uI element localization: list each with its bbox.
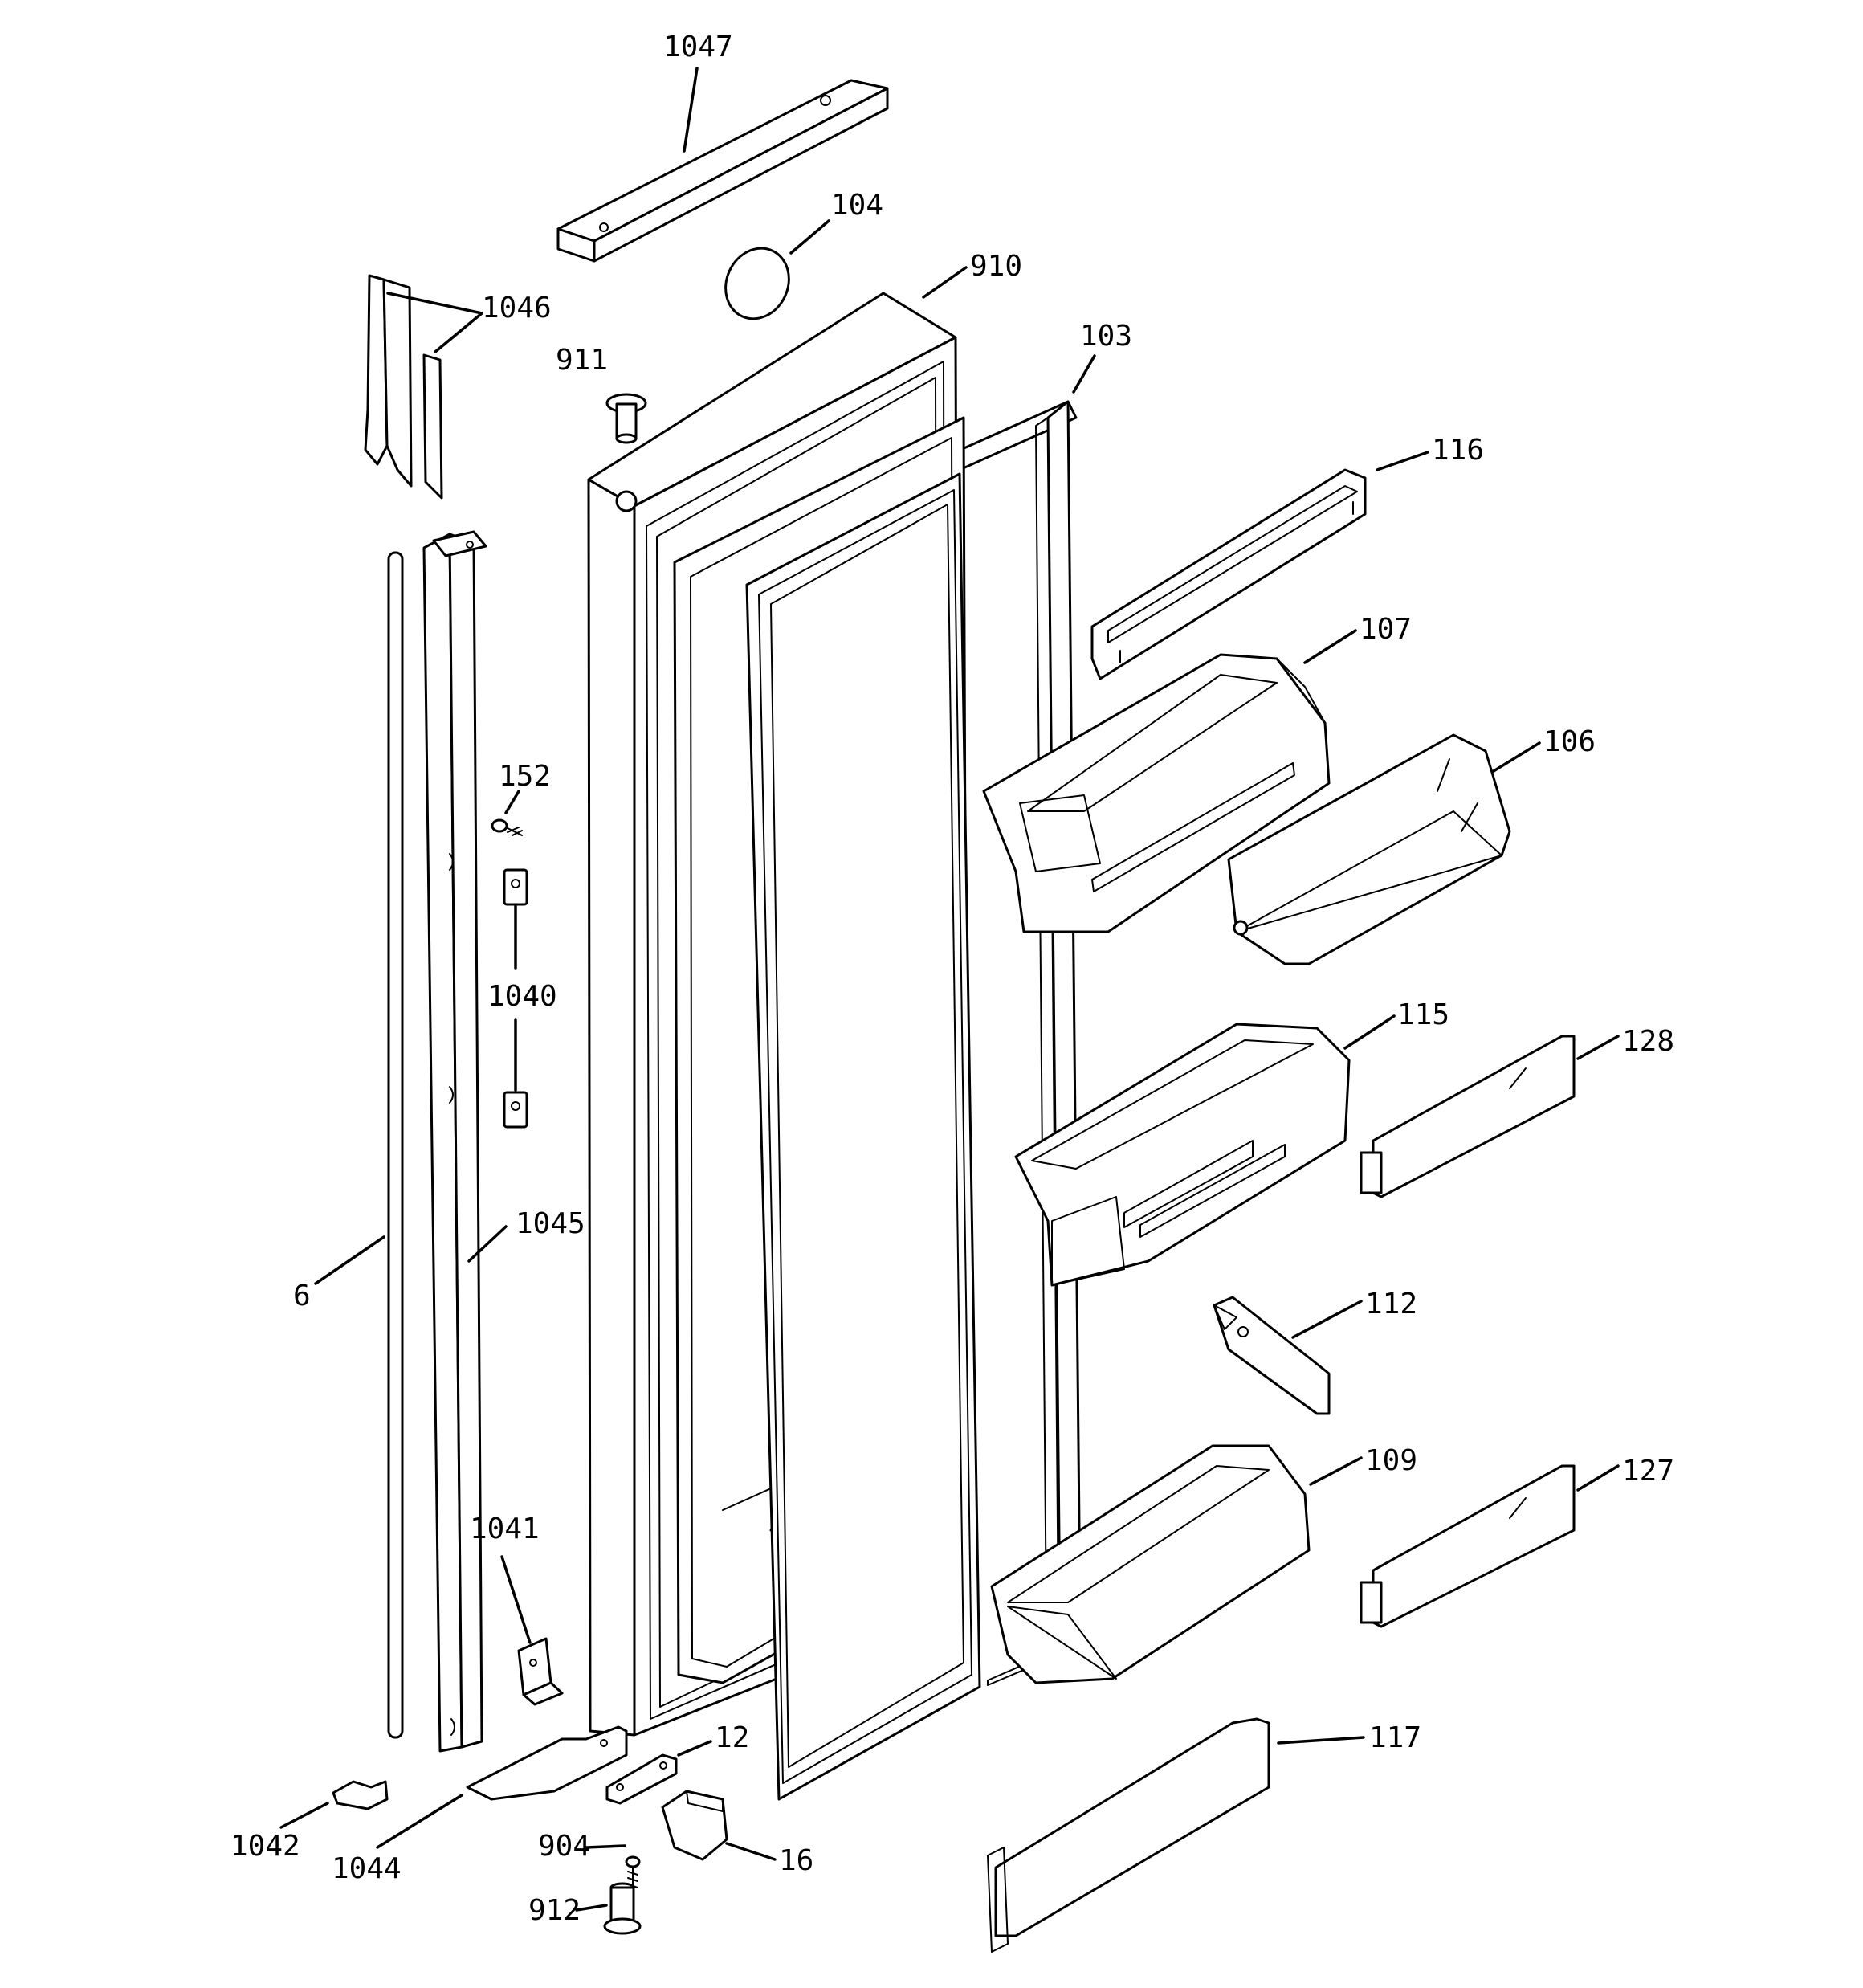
leader-115 [1343,1014,1396,1050]
callout-1042: 1042 [230,1830,300,1863]
leader-1044 [376,1794,463,1849]
part-1047-top-hinge-cover [556,79,889,263]
part-1040-bracket-lower [503,1091,528,1129]
part-107-door-bin [982,653,1331,933]
callout-115: 115 [1397,998,1449,1031]
leader-1042 [279,1802,329,1829]
callout-12: 12 [715,1721,749,1754]
leader-152 [504,790,520,814]
leader-103 [1072,354,1096,394]
leader-104 [789,219,830,255]
leader-16 [725,1842,777,1861]
callout-1041: 1041 [470,1512,540,1545]
part-1042-clip [332,1780,389,1810]
part-112-clip [1213,1296,1331,1415]
part-116-shelf-rail [1090,468,1367,680]
part-1045-handle-strip [422,530,487,1753]
callout-911: 911 [556,344,608,377]
leader-112 [1291,1300,1363,1339]
leader-116 [1376,451,1429,471]
leader-12 [677,1740,712,1757]
callout-6: 6 [293,1280,311,1312]
part-1046-trim-strips [364,274,443,500]
part-12-hinge-plate [605,1753,678,1805]
leader-1041 [500,1555,532,1644]
leader-107 [1303,629,1357,664]
part-6-long-rod [387,551,404,1739]
leader-910 [922,266,968,299]
callout-128: 128 [1622,1025,1674,1058]
part-106-door-bin [1227,733,1511,965]
callout-1047: 1047 [663,31,733,63]
leader-128 [1576,1035,1620,1060]
leader-1046a [386,292,483,315]
leader-127 [1576,1464,1620,1492]
callout-912: 912 [528,1894,581,1927]
leader-6 [314,1235,385,1285]
leader-lines [279,67,1620,1912]
callout-1044: 1044 [332,1852,402,1885]
leader-117 [1277,1736,1365,1745]
callout-117: 117 [1369,1721,1421,1754]
leader-109 [1309,1456,1363,1486]
callout-labels: 1047 104 910 1046 911 103 116 107 106 15… [230,31,1674,1927]
callout-1046: 1046 [482,292,552,325]
callout-127: 127 [1622,1455,1674,1488]
part-109-door-bin [990,1444,1311,1684]
callout-152: 152 [499,760,551,793]
callout-16: 16 [779,1844,813,1877]
part-1041-bracket [517,1637,564,1706]
leader-1045 [467,1225,508,1263]
callout-904: 904 [538,1830,590,1863]
callout-104: 104 [831,189,883,222]
callout-106: 106 [1543,725,1596,758]
part-117-shelf-front [987,1717,1270,1953]
callout-116: 116 [1432,434,1484,467]
callout-109: 109 [1365,1444,1417,1477]
callout-1040: 1040 [487,980,557,1013]
part-16-bracket-block [661,1790,728,1861]
callout-103: 103 [1080,320,1132,353]
leader-1047 [683,67,699,153]
part-911-bushing [605,393,647,444]
callout-107: 107 [1360,613,1412,646]
part-128-shelf-front [1360,1035,1576,1198]
leader-904 [585,1844,626,1849]
callout-1045: 1045 [516,1207,585,1240]
leader-1046b [434,312,483,353]
leader-912 [575,1904,608,1912]
part-127-shelf-front [1360,1464,1576,1628]
part-115-door-bin [1014,1023,1351,1287]
part-152-screw [491,818,523,836]
part-inner-panel-frame [745,472,981,1801]
leader-106 [1492,741,1541,773]
part-1040-bracket-upper [503,868,528,906]
part-912-bushing [603,1882,642,1935]
callout-112: 112 [1365,1288,1417,1321]
part-1044-base-plate [466,1725,628,1801]
callout-910: 910 [970,250,1022,283]
part-104-round-cap [724,247,790,320]
